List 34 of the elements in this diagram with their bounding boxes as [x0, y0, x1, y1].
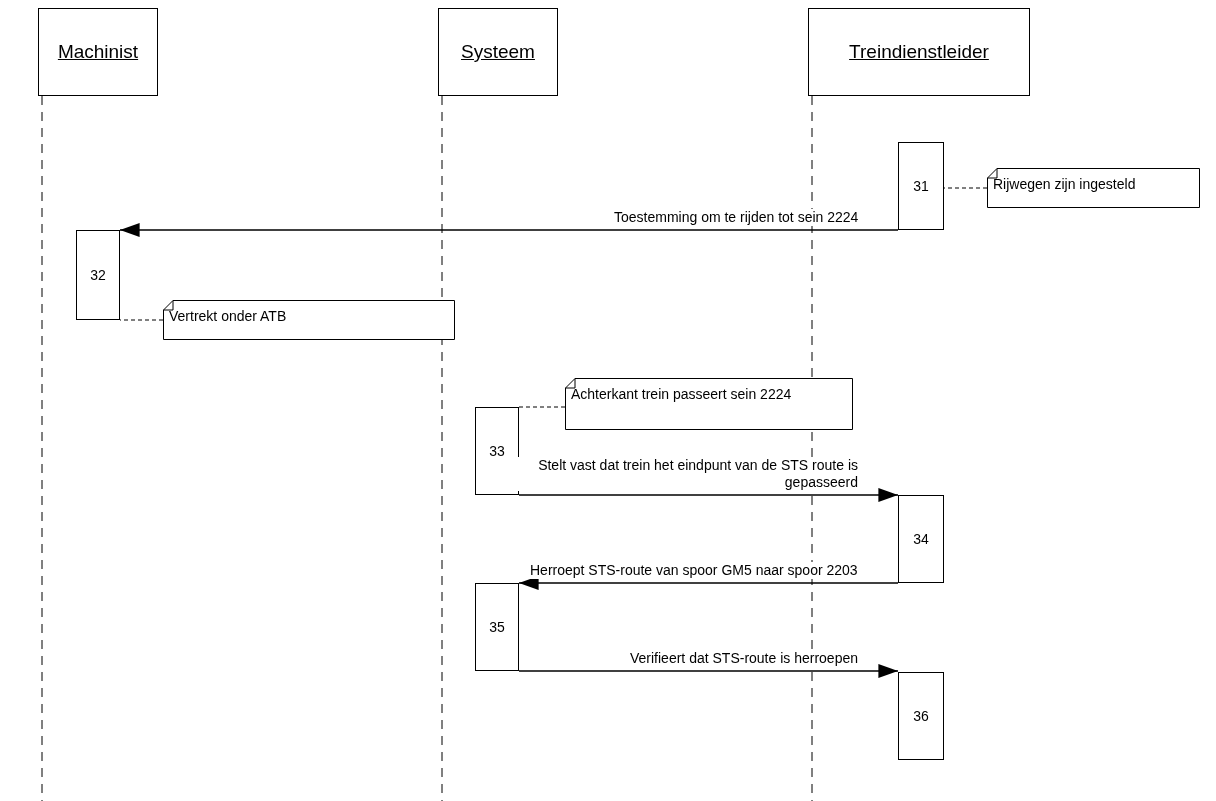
message-label: Herroept STS-route van spoor GM5 naar spoor 2203: [530, 562, 858, 579]
participant-box: [438, 8, 558, 96]
activation-bar: [76, 230, 120, 320]
note-box: [987, 168, 1200, 208]
message-arrow: [518, 664, 899, 678]
note-box: [565, 378, 853, 430]
participant-box: [808, 8, 1030, 96]
activation-bar: [475, 407, 519, 495]
note-text: Rijwegen zijn ingesteld: [992, 175, 1137, 193]
note-text: Achterkant trein passeert sein 2224: [570, 385, 793, 403]
activation-bar: [898, 672, 944, 760]
participant-name: Machinist: [57, 41, 139, 63]
note-text: Vertrekt onder ATB: [168, 307, 288, 325]
message-label: Toestemming om te rijden tot sein 2224: [614, 209, 859, 226]
activation-bar: [898, 495, 944, 583]
leader-line: [518, 406, 566, 408]
note-box: [163, 300, 455, 340]
step-number: 35: [489, 619, 505, 635]
step-number: 34: [913, 531, 929, 547]
message-arrow: [518, 576, 899, 590]
activation-bar: [475, 583, 519, 671]
step-number: 32: [90, 267, 106, 283]
participant-name: Systeem: [461, 41, 535, 63]
step-number: 33: [489, 443, 505, 459]
message-label: Stelt vast dat trein het eindpunt van de STS route is gepasseerd: [518, 457, 858, 491]
activation-bar: [898, 142, 944, 230]
leader-line: [119, 319, 164, 321]
step-number: 36: [913, 708, 929, 724]
participant-box: [38, 8, 158, 96]
message-label: Verifieert dat STS-route is herroepen: [630, 650, 858, 667]
participant-name: Treindienstleider: [849, 41, 989, 63]
step-number: 31: [913, 178, 929, 194]
message-arrow: [119, 223, 899, 237]
message-arrow: [518, 488, 899, 502]
